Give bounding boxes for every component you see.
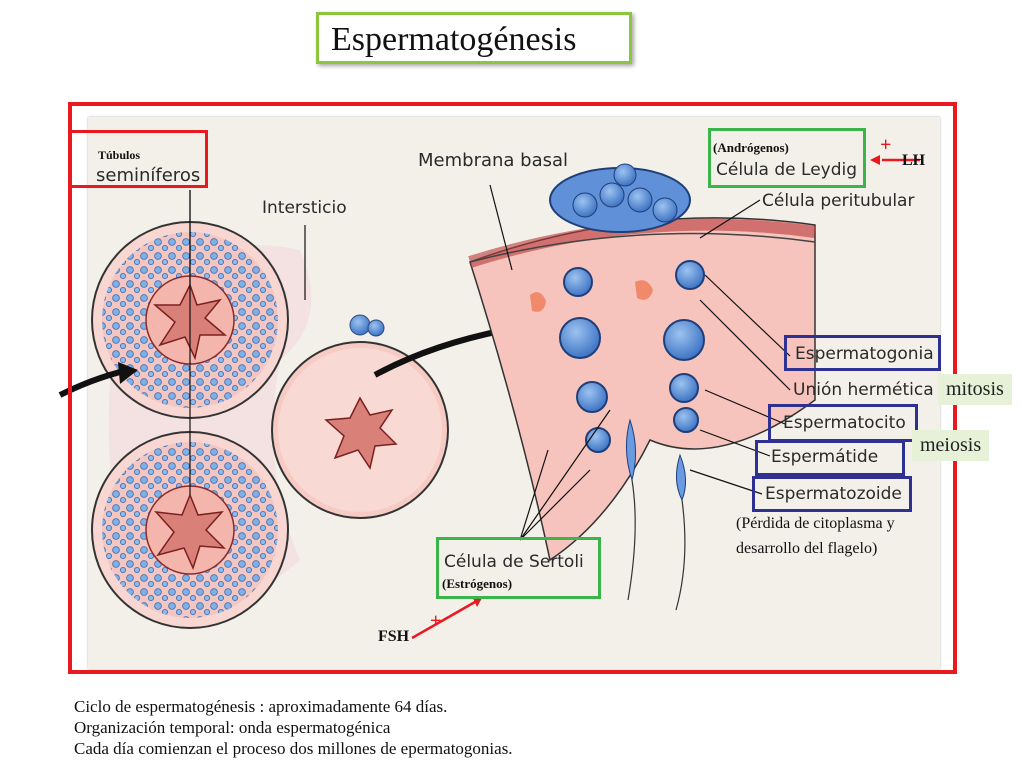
label-androgenos: (Andrógenos) bbox=[713, 140, 789, 155]
label-membrana-basal: Membrana basal bbox=[418, 150, 569, 171]
label-estrogenos: (Estrógenos) bbox=[442, 576, 513, 591]
page-title: Espermatogénesis bbox=[331, 21, 577, 58]
tubulos-callout bbox=[68, 130, 208, 188]
caption-line-3: Cada día comienzan el proceso dos millon… bbox=[74, 739, 513, 758]
label-espermatide: Espermátide bbox=[771, 447, 879, 467]
label-celula-leydig: Célula de Leydig bbox=[716, 160, 858, 180]
caption-line-2: Organización temporal: onda espermatogén… bbox=[74, 718, 391, 737]
caption-line-1: Ciclo de espermatogénesis : aproximadame… bbox=[74, 697, 448, 716]
label-espermatocito: Espermatocito bbox=[783, 413, 906, 433]
label-celula-sertoli: Célula de Sertoli bbox=[444, 552, 584, 572]
fsh-arrow bbox=[411, 600, 476, 640]
tubule-center bbox=[271, 314, 449, 519]
label-tubulos: Túbulos bbox=[98, 148, 141, 162]
sertoli-callout bbox=[436, 537, 601, 599]
label-fsh: FSH bbox=[378, 628, 410, 645]
tag-meiosis: meiosis bbox=[912, 430, 990, 461]
note-perdida-line1: (Pérdida de citoplasma y bbox=[736, 515, 895, 532]
espermatogonia-callout bbox=[784, 335, 941, 371]
title-box: Espermatogénesis bbox=[316, 12, 632, 64]
espermatozoide-callout bbox=[752, 476, 912, 512]
tag-mitosis: mitosis bbox=[938, 374, 1012, 405]
label-espermatogonia: Espermatogonia bbox=[795, 344, 934, 364]
note-perdida-line2: desarrollo del flagelo) bbox=[736, 540, 878, 557]
label-espermatozoide: Espermatozoide bbox=[765, 484, 902, 504]
fsh-plus: + bbox=[430, 610, 442, 632]
caption: Ciclo de espermatogénesis : aproximadame… bbox=[74, 696, 513, 759]
label-lh: LH bbox=[902, 152, 926, 169]
leydig-callout bbox=[708, 128, 866, 188]
pointer-lines bbox=[189, 184, 791, 541]
label-intersticio: Intersticio bbox=[262, 198, 347, 218]
label-union-hermetica: Unión hermética bbox=[793, 380, 934, 400]
lh-plus: + bbox=[880, 134, 892, 156]
arrow-to-tubule bbox=[58, 369, 121, 398]
label-celula-peritubular: Célula peritubular bbox=[762, 191, 915, 211]
arrow-to-detail bbox=[373, 327, 506, 378]
seminiferous-epithelium-detail bbox=[468, 163, 816, 611]
espermatide-callout bbox=[755, 440, 905, 476]
label-seminiferos: seminíferos bbox=[96, 165, 201, 186]
tubule-bottom-left bbox=[91, 431, 289, 629]
